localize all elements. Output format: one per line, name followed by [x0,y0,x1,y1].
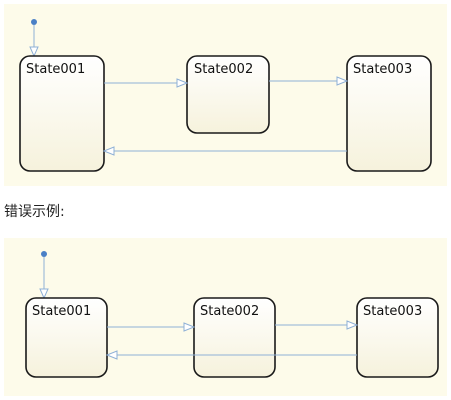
initial-transition-arrowhead [39,288,49,300]
state-label-state001: State001 [26,62,85,77]
state-label-state003: State003 [353,62,412,77]
transition-arrowhead-s1-s2 [176,78,189,88]
state-label-state003: State003 [363,304,422,319]
state-box-state002[interactable] [193,297,276,378]
state-box-state003[interactable] [356,297,439,378]
transition-arrowhead-s2-s3 [336,76,349,86]
transition-arrowhead-s1-s2 [183,322,196,332]
state-box-state001[interactable] [19,55,105,172]
transition-arrowhead-s2-s3 [346,320,359,330]
initial-transition-arrowhead [29,46,39,58]
transition-arrowhead-s3-s1 [102,146,115,156]
state-label-state002: State002 [194,62,253,77]
state-box-state001[interactable] [25,297,108,378]
error-example-caption: 错误示例: [4,204,65,220]
transition-arrowhead-s3-s1 [105,350,118,360]
state-diagram-bottom: State001 State002 State003 [4,238,447,396]
state-label-state001: State001 [32,304,91,319]
initial-state-dot [41,251,47,257]
state-box-state002[interactable] [186,55,270,134]
state-label-state002: State002 [200,304,259,319]
initial-state-dot [31,19,37,25]
state-box-state003[interactable] [346,55,432,172]
state-diagram-top: State001 State002 State003 [4,4,447,186]
